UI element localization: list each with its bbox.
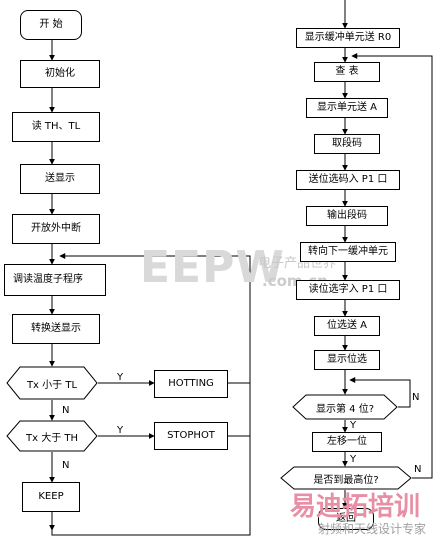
eepw-watermark: EEPW	[140, 242, 285, 293]
output-segment-box: 输出段码	[306, 206, 388, 226]
cond-less-than-tl-label: Tx 小于 TL	[26, 379, 78, 391]
bit-code-p1-box: 送位选码入 P1 口	[296, 170, 400, 190]
no-label-lt: N	[62, 405, 70, 416]
hotting-box: HOTTING	[154, 370, 228, 398]
yes-label-lt: Y	[117, 372, 124, 383]
unit-to-a-box: 显示单元送 A	[306, 98, 388, 118]
yes-label-gt: Y	[117, 425, 124, 436]
send-display-box: 送显示	[20, 164, 100, 194]
cond-highest-bit-label: 是否到最高位?	[313, 474, 379, 486]
slogan-watermark: 射频和天线设计专家	[318, 522, 427, 536]
no-label-gt: N	[62, 460, 70, 471]
start-node: 开 始	[20, 10, 82, 40]
cond-less-than-tl: Tx 小于 TL	[6, 366, 98, 400]
call-temperature-box: 调读温度子程序	[4, 264, 106, 296]
yes-label-4th: Y	[350, 420, 357, 431]
cond-highest-bit: 是否到最高位?	[280, 466, 412, 490]
get-segment-code-box: 取段码	[314, 134, 380, 154]
bit-word-p1-box: 读位选字入 P1 口	[296, 280, 400, 300]
read-th-tl-box: 读 TH、TL	[12, 112, 100, 142]
cond-greater-than-th: Tx 大于 TH	[6, 420, 98, 452]
no-label-4th: N	[412, 392, 420, 403]
keep-box: KEEP	[22, 482, 80, 512]
shift-left-box: 左移一位	[312, 432, 382, 452]
buffer-r0-box: 显示缓冲单元送 R0	[296, 28, 400, 48]
cond-fourth-digit-label: 显示第 4 位?	[315, 403, 375, 415]
convert-display-box: 转换送显示	[12, 314, 100, 344]
cond-fourth-digit: 显示第 4 位?	[292, 394, 398, 420]
display-bit-box: 显示位选	[314, 350, 380, 370]
lookup-table-box: 查 表	[314, 62, 380, 82]
cond-greater-than-th-label: Tx 大于 TH	[25, 432, 78, 444]
no-label-high: N	[414, 464, 422, 475]
yes-label-high: Y	[350, 454, 357, 465]
return-node: 返回	[318, 508, 374, 530]
bit-to-a-box: 位选送 A	[314, 316, 380, 336]
enable-interrupt-box: 开放外中断	[12, 214, 100, 244]
next-buffer-box: 转向下一缓冲单元	[300, 242, 396, 262]
brand-watermark: 易迪拓培训	[290, 492, 421, 522]
init-box: 初始化	[20, 60, 100, 88]
stophot-box: STOPHOT	[154, 422, 228, 450]
